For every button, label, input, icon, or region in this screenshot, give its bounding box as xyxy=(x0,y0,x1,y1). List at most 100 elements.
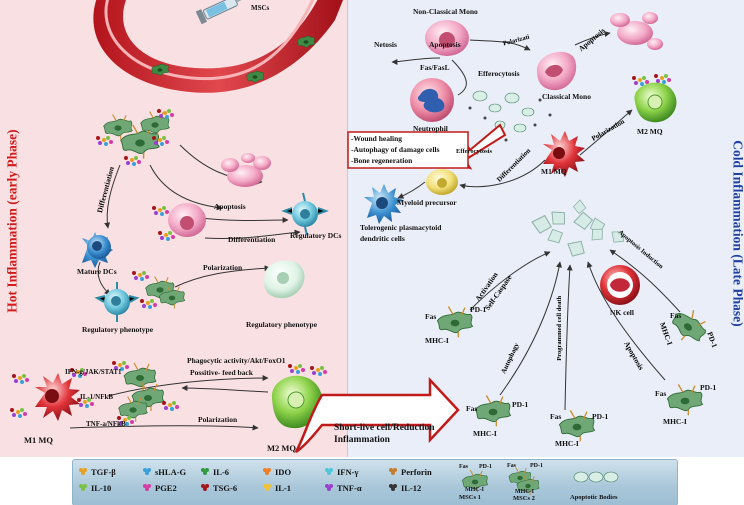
legend-label: IFN-γ xyxy=(337,467,359,477)
regulatory-phenotype-cell-mid xyxy=(264,260,305,299)
apoptotic-debris-center xyxy=(531,198,628,260)
short-live-big-arrow xyxy=(294,376,460,454)
legend-label: IDO xyxy=(275,467,292,477)
legend-label: TSG-6 xyxy=(213,483,238,493)
m1-macrophage-right xyxy=(543,131,585,177)
label-neutrophil: Neutrophil xyxy=(413,124,448,133)
label-netosis: Netosis xyxy=(374,40,397,49)
label-phagocytic: Phagocytic activity/Akt/FoxO1 xyxy=(187,356,286,365)
label-m1-mq-right: M1 MQ xyxy=(541,167,567,176)
syringe-icon xyxy=(195,0,244,25)
label-tolerogenic-2: dendritic cells xyxy=(360,234,405,243)
label-mhc1-4: MHC-I xyxy=(555,439,579,448)
msc-cluster xyxy=(96,109,174,166)
label-apoptosis-mid: Apoptosis xyxy=(214,202,246,211)
legend-swatch xyxy=(143,468,152,475)
legend-swatch xyxy=(263,468,272,475)
legend-apoptotic-bodies: Apoptotic Bodies xyxy=(570,494,618,501)
m1-macrophage-left xyxy=(10,368,94,421)
m2-macrophage-left xyxy=(271,364,327,429)
legend-label: IL-10 xyxy=(91,483,112,493)
label-short-live-2: Inflammation xyxy=(334,435,390,445)
label-mhc1-5: MHC-I xyxy=(663,417,687,426)
label-fas-2: Fas xyxy=(670,311,682,320)
label-pd1-1: PD-1 xyxy=(470,305,487,314)
label-efferocytosis-arrow: Efferocytosis xyxy=(456,148,492,155)
label-fas-5: Fas xyxy=(655,389,667,398)
msc-pair-center xyxy=(132,271,186,309)
panel-divider xyxy=(347,0,348,457)
efferocytosis-bodies xyxy=(468,90,552,142)
label-fas-1: Fas xyxy=(425,312,437,321)
label-m2-mq-right: M2 MQ xyxy=(637,127,663,136)
legend-swatch xyxy=(389,468,398,475)
label-myeloid-precursor: Myeloid precursor xyxy=(397,198,457,207)
label-pd1-4: PD-1 xyxy=(592,412,609,421)
label-fas-4: Fas xyxy=(550,412,562,421)
label-bone-regeneration: -Bone regeneration xyxy=(351,156,413,165)
legend-swatch xyxy=(201,484,210,491)
label-pd1-3: PD-1 xyxy=(512,400,529,409)
legend-mscs1: MSCs 1 xyxy=(459,494,481,501)
label-mscs: MSCs xyxy=(251,4,270,12)
legend-small-pd1-2: PD-1 xyxy=(530,463,543,469)
legend-label: PGE2 xyxy=(155,483,177,493)
label-pd1-5: PD-1 xyxy=(700,383,717,392)
label-mhc1-1: MHC-I xyxy=(425,336,449,345)
legend-small-fas-1: Fas xyxy=(459,464,468,470)
legend-label: Perforin xyxy=(401,467,432,477)
mature-dc-cell xyxy=(82,232,113,268)
label-differentiation-mid: Differentiation xyxy=(228,235,276,244)
label-polarization-bottom: Polarization xyxy=(198,415,238,424)
label-short-live-1: Short-live cell/Reduction xyxy=(334,423,435,433)
legend-swatch xyxy=(325,468,334,475)
label-tolerogenic-1: Tolerogenic plasmacytoid xyxy=(360,223,442,232)
legend-small-mhc1-1: MHC-I xyxy=(465,487,484,493)
label-non-classical-mono: Non-Classical Mono xyxy=(413,7,478,16)
label-apoptosis-top: Apoptosis xyxy=(429,40,461,49)
legend-label: IL-6 xyxy=(213,467,230,477)
legend-swatch xyxy=(325,484,334,491)
legend-label: IL-1 xyxy=(275,483,292,493)
label-m1-mq-left: M1 MQ xyxy=(24,435,54,445)
legend-swatch xyxy=(263,484,272,491)
label-m2-mq-left: M2 MQ xyxy=(267,443,297,453)
legend-swatch xyxy=(389,484,398,491)
label-il1-nfkb: IL-1/NFkB xyxy=(80,393,114,401)
legend-label: TNF-α xyxy=(337,483,362,493)
label-mature-dcs: Mature DCs xyxy=(77,267,117,276)
legend-small-pd1-1: PD-1 xyxy=(479,464,492,470)
label-nk-cell: NK cell xyxy=(610,308,634,317)
legend-swatch xyxy=(143,484,152,491)
hot-inflammation-title: Hot Inflammation (early Phase) xyxy=(4,129,20,313)
label-regulatory-dcs: Regulatory DCs xyxy=(290,231,342,240)
legend-graphics xyxy=(461,467,619,496)
myeloid-precursor-cell xyxy=(426,169,458,195)
neutrophil-cell xyxy=(410,78,454,122)
label-efferocytosis-top: Efferocytosis xyxy=(478,69,520,78)
apoptotic-fragments xyxy=(221,153,271,187)
label-polarization-mid: Polarization xyxy=(203,263,243,272)
nk-cell xyxy=(600,265,640,305)
legend-mscs2: MSCs 2 xyxy=(513,495,535,502)
non-classical-mono-cell xyxy=(425,20,469,56)
cold-inflammation-title: Cold Inflammation (Late Phase) xyxy=(730,140,744,327)
right-panel-arrows xyxy=(391,31,681,411)
legend-small-mhc1-2: MHC-I xyxy=(515,489,534,495)
regulatory-dc-cell xyxy=(281,192,329,236)
legend-label: TGF-β xyxy=(91,467,116,477)
label-ifn-jak: IFN-g/JAK/STAT1 xyxy=(65,368,122,376)
classical-mono-cell xyxy=(537,51,577,91)
label-fas-fasl: Fas/FasL xyxy=(420,63,450,72)
tolerogenic-pdc-cell xyxy=(364,184,403,224)
legend-swatch xyxy=(79,468,88,475)
legend-swatch xyxy=(79,484,88,491)
regulatory-phenotype-cell-left xyxy=(94,282,140,322)
left-panel-arrows xyxy=(69,144,301,431)
label-mhc1-3: MHC-I xyxy=(473,429,497,438)
label-regulatory-phenotype-left: Regulatory phenotype xyxy=(82,325,154,334)
pink-cell-center xyxy=(152,203,206,241)
label-autophagy-damage: -Autophagy of damage cells xyxy=(351,145,440,154)
